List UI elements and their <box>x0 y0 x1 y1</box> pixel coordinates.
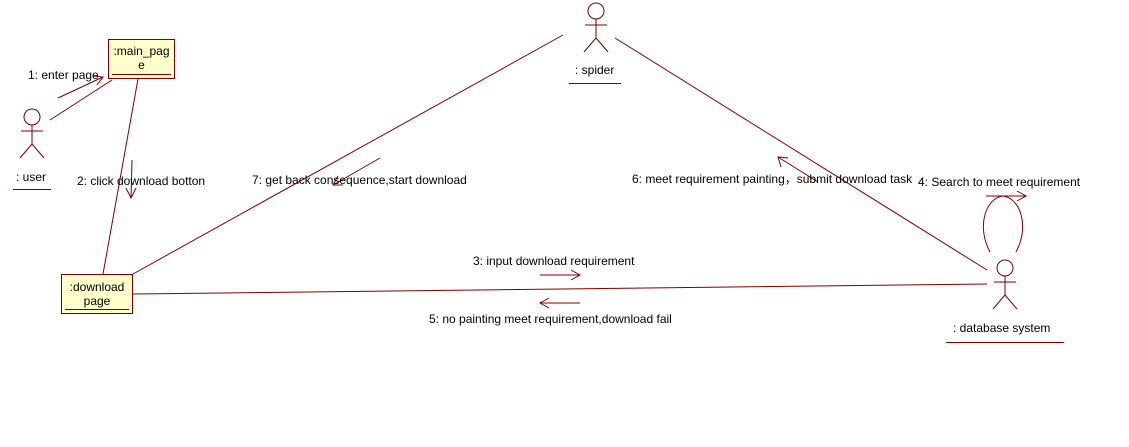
spider-actor-label: : spider <box>575 63 615 77</box>
download-page-object[interactable]: :download page <box>61 274 133 314</box>
message-6-label: 6: meet requirement painting，submit down… <box>632 172 913 186</box>
user-actor-underline <box>13 189 51 190</box>
arrow-message-5 <box>538 297 580 309</box>
link-user-mainpage <box>49 79 113 121</box>
spider-stick-figure-icon <box>583 2 609 53</box>
main-page-label-line2: e <box>138 58 145 72</box>
arrow-message-2 <box>125 159 137 200</box>
spider-actor-underline <box>569 83 621 84</box>
message-4-label: 4: Search to meet requirement <box>918 175 1081 189</box>
download-page-label-line1: :download <box>69 280 125 294</box>
link-database-self <box>982 195 1024 253</box>
arrow-message-1 <box>57 75 104 99</box>
database-stick-figure-icon <box>992 259 1018 310</box>
link-downloadpage-database <box>132 283 988 295</box>
download-page-label-line2: page <box>83 294 111 308</box>
download-page-underline <box>65 309 129 310</box>
message-5-label: 5: no painting meet requirement,download… <box>429 312 672 326</box>
link-spider-database <box>614 37 988 271</box>
main-page-label-line1: :main_pag <box>113 44 170 58</box>
message-7-label: 7: get back consequence,start download <box>252 173 467 187</box>
arrow-message-6 <box>777 156 819 183</box>
arrow-message-3 <box>540 269 582 281</box>
arrow-message-4 <box>986 190 1028 202</box>
user-actor-label: : user <box>16 170 47 184</box>
message-1-label: 1: enter page <box>28 68 99 82</box>
user-stick-figure-icon <box>19 108 45 159</box>
main-page-underline <box>112 74 171 75</box>
main-page-object[interactable]: :main_pag e <box>108 39 175 79</box>
database-actor-underline <box>946 342 1064 343</box>
database-actor-label: : database system <box>953 321 1051 335</box>
message-2-label: 2: click download botton <box>77 174 206 188</box>
link-downloadpage-spider <box>132 34 564 275</box>
message-3-label: 3: input download requirement <box>473 254 635 268</box>
arrow-message-7 <box>332 157 381 186</box>
link-mainpage-downloadpage <box>102 78 139 275</box>
